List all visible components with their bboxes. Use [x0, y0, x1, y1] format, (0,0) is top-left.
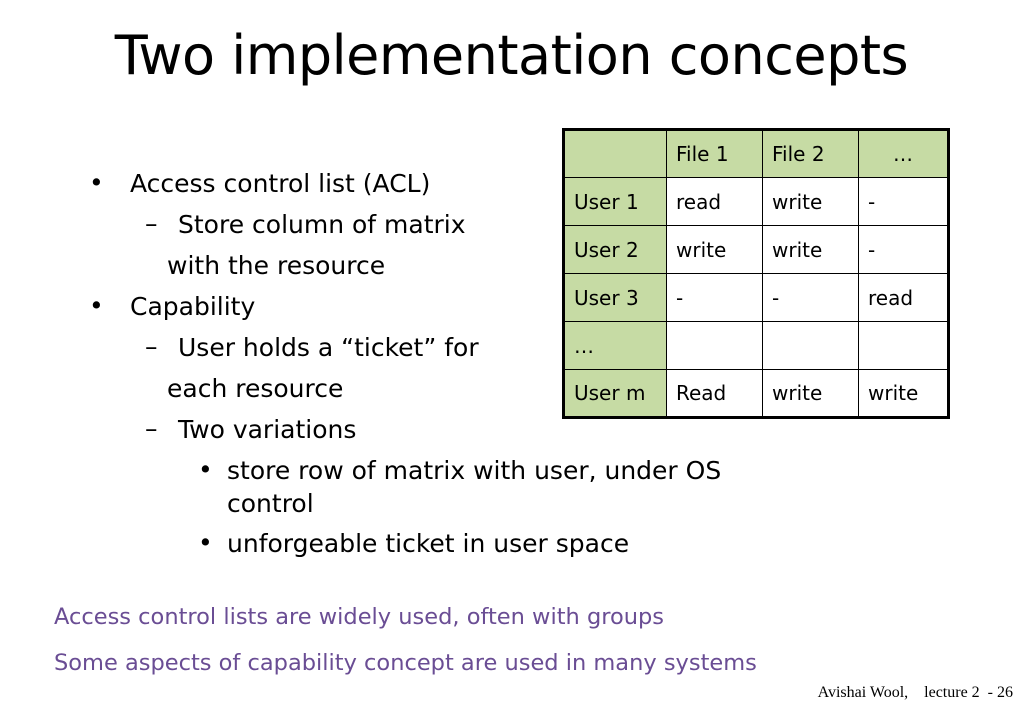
- table-row: User 1 read write -: [563, 177, 949, 226]
- sub-bullet-variations: Two variations: [178, 415, 357, 444]
- row-header-cell: …: [563, 321, 667, 370]
- access-matrix-table: File 1 File 2 … User 1 read write - User…: [562, 128, 950, 419]
- dash-marker: –: [145, 414, 158, 443]
- sub-bullet-cap-line2: each resource: [167, 374, 344, 403]
- slide-title: Two implementation concepts: [114, 24, 909, 87]
- note-acl-usage: Access control lists are widely used, of…: [54, 604, 665, 630]
- bullet-marker: •: [198, 528, 213, 557]
- table-header-row: File 1 File 2 …: [563, 129, 949, 178]
- table-header-cell: File 1: [666, 129, 763, 178]
- dash-marker: –: [145, 209, 158, 238]
- bullet-marker: •: [89, 168, 104, 197]
- row-header-cell: User 3: [563, 273, 667, 322]
- dash-marker: –: [145, 332, 158, 361]
- sub-bullet-acl-line2: with the resource: [167, 251, 386, 280]
- table-cell: read: [666, 177, 763, 226]
- row-header-cell: User 1: [563, 177, 667, 226]
- sub-sub-bullet-ticket: unforgeable ticket in user space: [227, 529, 630, 558]
- table-row: User 2 write write -: [563, 225, 949, 274]
- bullet-marker: •: [198, 455, 213, 484]
- table-cell: -: [666, 273, 763, 322]
- table-cell: write: [762, 369, 859, 418]
- bullet-capability: Capability: [130, 292, 256, 321]
- note-capability-usage: Some aspects of capability concept are u…: [54, 650, 757, 676]
- sub-sub-bullet-row-line2: control: [227, 489, 314, 518]
- sub-sub-bullet-row-line1: store row of matrix with user, under OS: [227, 456, 722, 485]
- table-cell: Read: [666, 369, 763, 418]
- table-cell: -: [858, 177, 949, 226]
- table-cell: write: [762, 177, 859, 226]
- table-cell: write: [858, 369, 949, 418]
- row-header-cell: User 2: [563, 225, 667, 274]
- table-row: User 3 - - read: [563, 273, 949, 322]
- bullet-acl: Access control list (ACL): [130, 169, 431, 198]
- row-header-cell: User m: [563, 369, 667, 418]
- table-cell: read: [858, 273, 949, 322]
- table-header-cell: File 2: [762, 129, 859, 178]
- table-cell: write: [762, 225, 859, 274]
- table-header-cell: [563, 129, 667, 178]
- table-header-cell: …: [858, 129, 949, 178]
- sub-bullet-acl-line1: Store column of matrix: [178, 210, 466, 239]
- table-cell: -: [858, 225, 949, 274]
- table-row: …: [563, 321, 949, 370]
- table-cell: [762, 321, 859, 370]
- table-cell: [858, 321, 949, 370]
- table-cell: -: [762, 273, 859, 322]
- table-row: User m Read write write: [563, 369, 949, 418]
- table-cell: write: [666, 225, 763, 274]
- table-cell: [666, 321, 763, 370]
- sub-bullet-cap-line1: User holds a “ticket” for: [178, 333, 479, 362]
- bullet-marker: •: [89, 291, 104, 320]
- slide-footer: Avishai Wool, lecture 2 - 26: [817, 684, 1013, 701]
